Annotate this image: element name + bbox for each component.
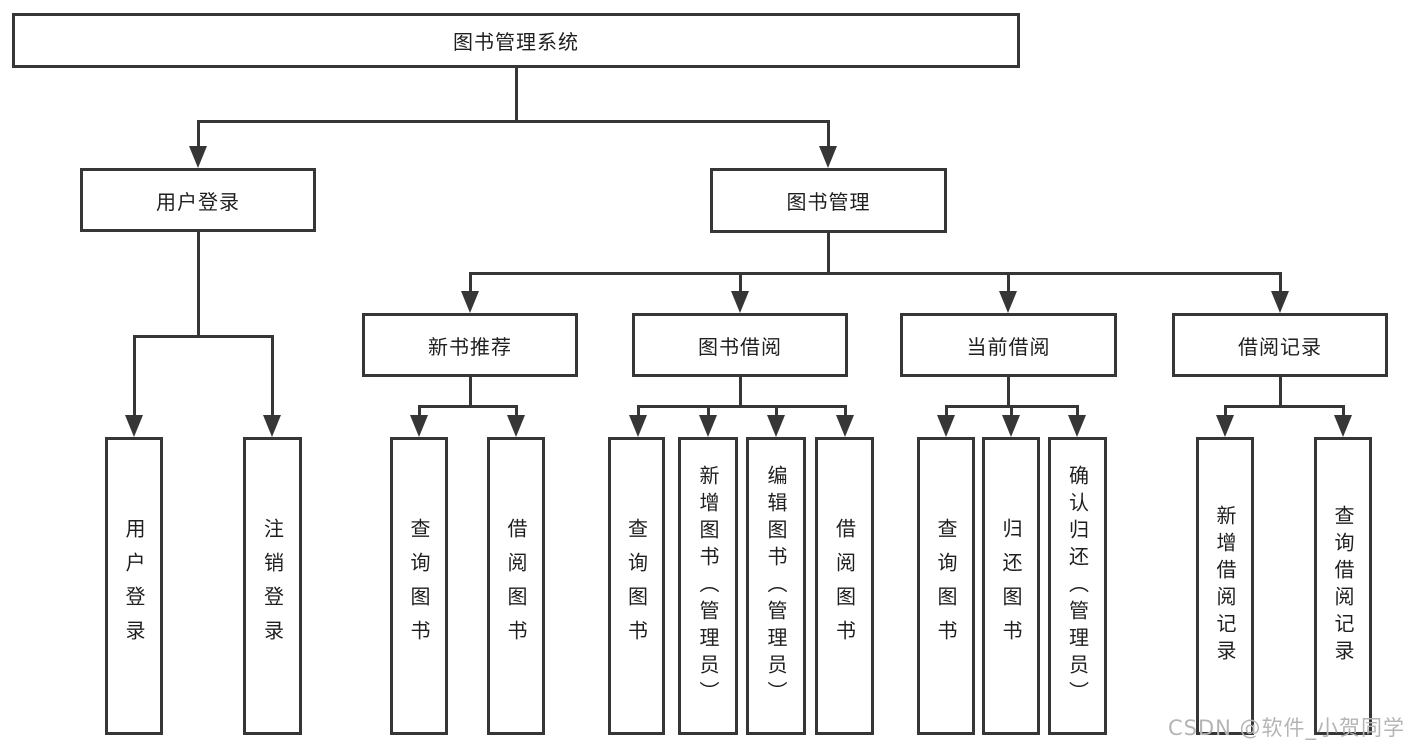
leaf-label: 新增借阅记录 bbox=[1213, 505, 1237, 667]
connector-line bbox=[707, 405, 710, 417]
connector-arrowhead bbox=[189, 146, 207, 168]
connector-line bbox=[271, 335, 274, 417]
connector-arrowhead bbox=[507, 415, 525, 437]
connector-arrowhead bbox=[461, 291, 479, 313]
connector-arrowhead bbox=[767, 415, 785, 437]
node-user-login: 用户登录 bbox=[80, 168, 316, 232]
connector-arrowhead bbox=[1068, 415, 1086, 437]
connector-line bbox=[133, 335, 136, 417]
node-label: 借阅记录 bbox=[1238, 334, 1322, 359]
connector-line bbox=[469, 377, 472, 408]
connector-arrowhead bbox=[819, 146, 837, 168]
connector-arrowhead bbox=[999, 291, 1017, 313]
connector-line bbox=[1076, 405, 1079, 417]
connector-arrowhead bbox=[125, 415, 143, 437]
leaf-borrow-books: 借阅图书 bbox=[815, 437, 874, 735]
leaf-label: 编辑图书（管理员） bbox=[764, 464, 788, 708]
connector-line bbox=[1224, 405, 1227, 417]
leaf-confirm-return-admin: 确认归还（管理员） bbox=[1048, 437, 1107, 735]
node-label: 用户登录 bbox=[156, 189, 240, 214]
connector-arrowhead bbox=[1271, 291, 1289, 313]
leaf-label: 借阅图书 bbox=[504, 518, 528, 654]
connector-line bbox=[197, 232, 200, 338]
connector-line bbox=[739, 377, 742, 408]
node-borrowing-records: 借阅记录 bbox=[1172, 313, 1388, 377]
leaf-label: 查询借阅记录 bbox=[1331, 505, 1355, 667]
node-book-management: 图书管理 bbox=[710, 168, 947, 233]
leaf-label: 归还图书 bbox=[999, 518, 1023, 654]
leaf-label: 注销登录 bbox=[260, 518, 285, 654]
connector-arrowhead bbox=[699, 415, 717, 437]
connector-line bbox=[133, 335, 274, 338]
leaf-query-borrow-record: 查询借阅记录 bbox=[1314, 437, 1372, 735]
node-label: 新书推荐 bbox=[428, 334, 512, 359]
connector-line bbox=[418, 405, 421, 417]
leaf-query-books-recommend: 查询图书 bbox=[390, 437, 448, 735]
connector-line bbox=[469, 272, 472, 293]
connector-line bbox=[515, 405, 518, 417]
node-library-management-system: 图书管理系统 bbox=[12, 13, 1020, 68]
connector-line bbox=[1279, 377, 1282, 408]
connector-line bbox=[945, 405, 948, 417]
leaf-add-books-admin: 新增图书（管理员） bbox=[678, 437, 738, 735]
connector-line bbox=[469, 272, 1282, 275]
connector-line bbox=[739, 272, 742, 293]
leaf-logout: 注销登录 bbox=[243, 437, 302, 735]
connector-arrowhead bbox=[731, 291, 749, 313]
connector-line bbox=[1279, 272, 1282, 293]
node-book-borrowing: 图书借阅 bbox=[632, 313, 848, 377]
leaf-query-books-borrowing: 查询图书 bbox=[608, 437, 665, 735]
connector-line bbox=[637, 405, 640, 417]
connector-line bbox=[1007, 272, 1010, 293]
leaf-user-login: 用户登录 bbox=[105, 437, 163, 735]
connector-arrowhead bbox=[1216, 415, 1234, 437]
connector-line bbox=[844, 405, 847, 417]
leaf-label: 查询图书 bbox=[624, 518, 649, 654]
leaf-label: 借阅图书 bbox=[832, 518, 857, 654]
connector-arrowhead bbox=[1002, 415, 1020, 437]
node-current-borrowing: 当前借阅 bbox=[900, 313, 1117, 377]
leaf-label: 新增图书（管理员） bbox=[696, 464, 720, 708]
connector-arrowhead bbox=[836, 415, 854, 437]
connector-line bbox=[637, 405, 846, 408]
connector-line bbox=[775, 405, 778, 417]
leaf-label: 确认归还（管理员） bbox=[1065, 464, 1090, 708]
connector-line bbox=[1010, 405, 1013, 417]
leaf-return-books: 归还图书 bbox=[982, 437, 1040, 735]
leaf-edit-books-admin: 编辑图书（管理员） bbox=[746, 437, 806, 735]
connector-arrowhead bbox=[937, 415, 955, 437]
connector-arrowhead bbox=[410, 415, 428, 437]
leaf-query-books-current: 查询图书 bbox=[917, 437, 975, 735]
leaf-label: 查询图书 bbox=[407, 518, 431, 654]
node-label: 图书管理系统 bbox=[453, 30, 579, 54]
connector-line bbox=[1007, 377, 1010, 408]
csdn-watermark: CSDN @软件_小贺同学 bbox=[1168, 716, 1405, 740]
node-new-book-recommend: 新书推荐 bbox=[362, 313, 578, 377]
connector-line bbox=[515, 68, 518, 121]
connector-arrowhead bbox=[1334, 415, 1352, 437]
connector-line bbox=[827, 120, 830, 148]
leaf-label: 用户登录 bbox=[122, 518, 146, 654]
connector-line bbox=[827, 233, 830, 274]
connector-arrowhead bbox=[629, 415, 647, 437]
connector-line bbox=[1342, 405, 1345, 417]
connector-line bbox=[1224, 405, 1345, 408]
connector-line bbox=[418, 405, 518, 408]
leaf-borrow-books-recommend: 借阅图书 bbox=[487, 437, 545, 735]
connector-line bbox=[197, 120, 200, 148]
node-label: 当前借阅 bbox=[966, 334, 1051, 359]
node-label: 图书管理 bbox=[786, 190, 871, 214]
connector-line bbox=[197, 120, 830, 123]
connector-arrowhead bbox=[263, 415, 281, 437]
leaf-label: 查询图书 bbox=[934, 518, 958, 654]
node-label: 图书借阅 bbox=[698, 334, 782, 359]
leaf-add-borrow-record: 新增借阅记录 bbox=[1196, 437, 1254, 735]
